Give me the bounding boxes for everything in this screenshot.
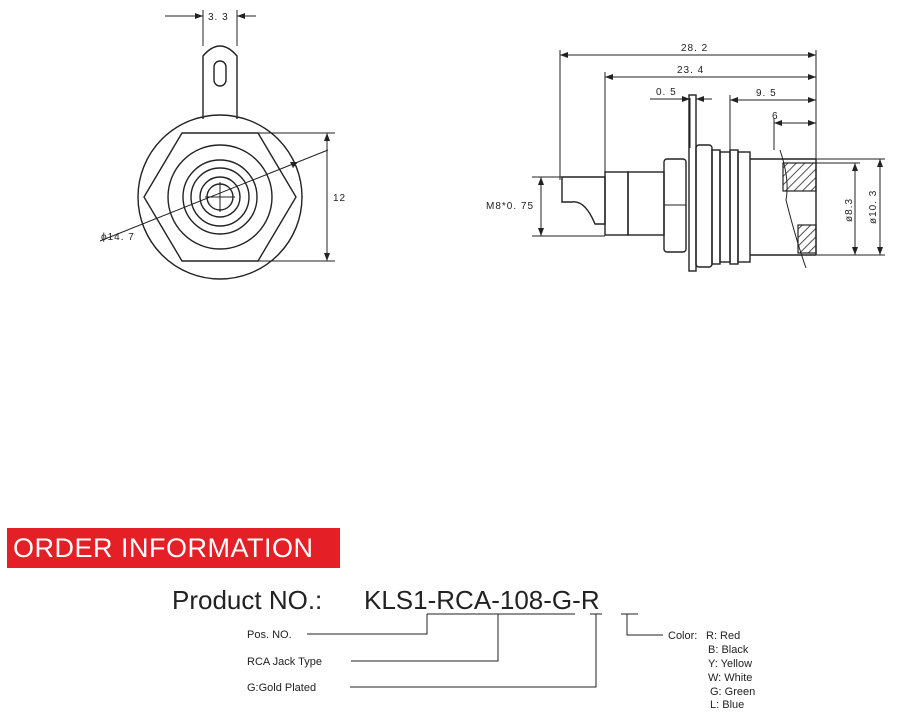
tab-width-dimension: 3. 3 bbox=[208, 12, 229, 23]
field-plating: G:Gold Plated bbox=[247, 682, 316, 694]
diameter-dimension: ϕ14. 7 bbox=[101, 232, 135, 243]
part-series: KLS1 bbox=[364, 585, 428, 615]
color-option: G: Green bbox=[710, 686, 755, 698]
rear-length-dimension: 9. 5 bbox=[756, 88, 777, 99]
leader-pos-no bbox=[307, 614, 428, 635]
overall-length-dimension: 28. 2 bbox=[681, 43, 708, 54]
part-type: RCA bbox=[436, 585, 492, 615]
leader-type bbox=[351, 614, 499, 662]
part-number: KLS1-RCA-108-G-R bbox=[364, 585, 600, 615]
field-jack-type: RCA Jack Type bbox=[247, 656, 322, 668]
part-pos-no: 108 bbox=[500, 585, 543, 615]
side-view: 28. 2 23. 4 0. 5 9. 5 6 bbox=[486, 43, 885, 272]
solder-tab bbox=[202, 45, 238, 119]
height-dimension: 12 bbox=[333, 193, 346, 204]
color-option: B: Black bbox=[708, 644, 749, 656]
order-information-banner: ORDER INFORMATION bbox=[7, 528, 340, 568]
tab-slot bbox=[213, 60, 227, 87]
leader-color bbox=[626, 614, 663, 636]
color-option: L: Blue bbox=[710, 699, 744, 711]
body-length-dimension: 23. 4 bbox=[677, 65, 704, 76]
color-option: R: Red bbox=[706, 630, 740, 642]
inner-diameter-dimension: ø8.3 bbox=[844, 198, 855, 222]
product-prefix: Product NO.: bbox=[172, 585, 322, 615]
panel-thickness-dimension: 0. 5 bbox=[656, 87, 677, 98]
part-number-breakdown: Product NO.: KLS1-RCA-108-G-R Pos. NO. R… bbox=[172, 585, 755, 711]
leader-plating bbox=[350, 614, 597, 688]
field-pos-no: Pos. NO. bbox=[247, 629, 292, 641]
part-plating: G bbox=[552, 585, 572, 615]
thread-dimension: M8*0. 75 bbox=[486, 201, 534, 212]
flange-circle bbox=[137, 114, 303, 280]
front-view: 3. 3 12 ϕ14. 7 bbox=[99, 10, 346, 280]
color-title: Color: bbox=[668, 630, 697, 642]
part-color: R bbox=[581, 585, 600, 615]
color-option: Y: Yellow bbox=[708, 658, 752, 670]
color-option: W: White bbox=[708, 672, 752, 684]
outer-diameter-dimension: ø10. 3 bbox=[868, 190, 879, 224]
socket-length-dimension: 6 bbox=[772, 111, 779, 122]
